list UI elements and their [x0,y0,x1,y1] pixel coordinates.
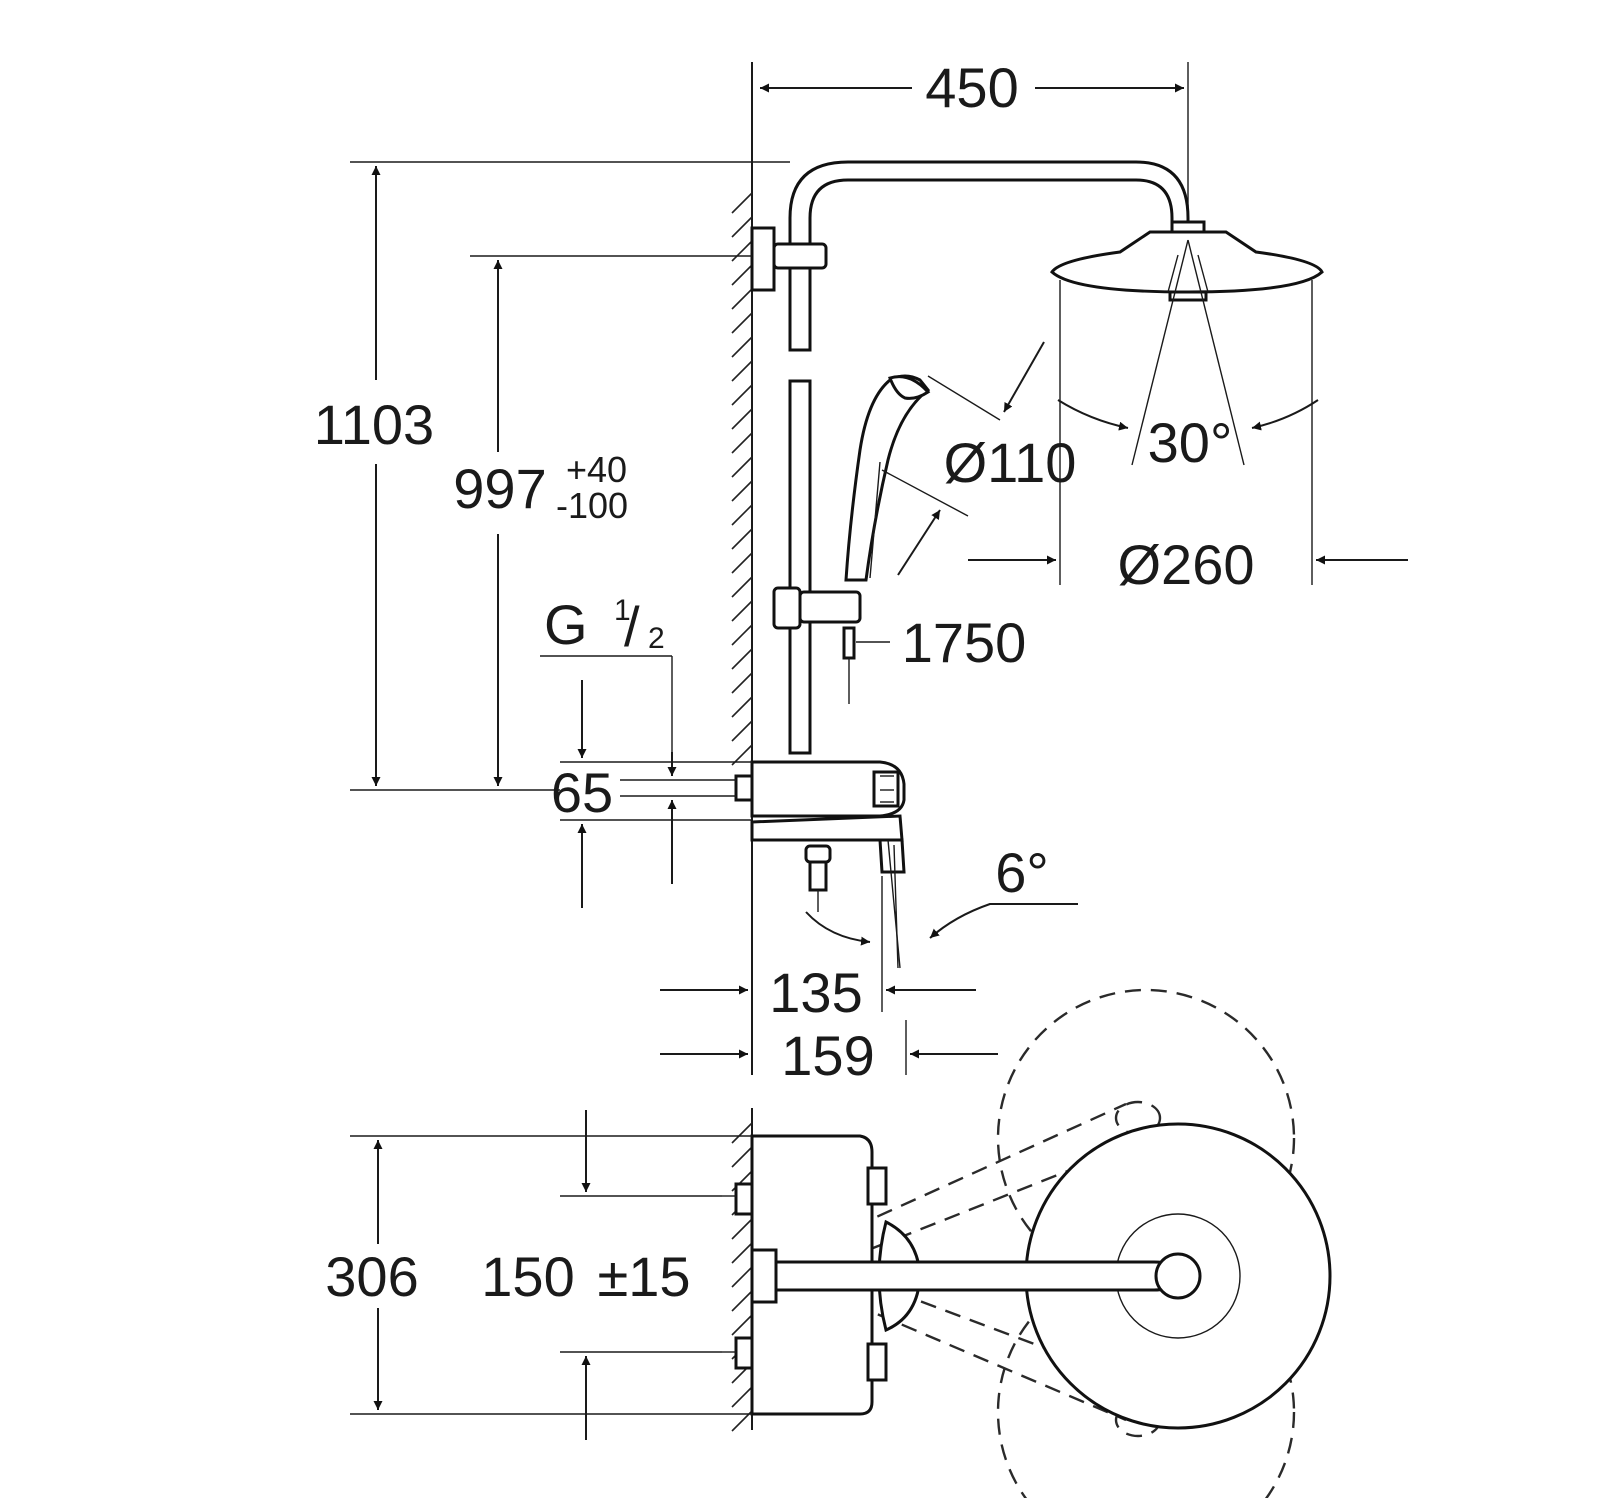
dim-260-label: Ø260 [1118,533,1255,596]
hatch-line [731,1242,753,1264]
hatch-line [731,720,753,742]
thread-prefix: G [544,593,588,656]
hatch-line [731,552,753,574]
shower-column [750,160,1190,755]
hatch-line [731,312,753,334]
dimension-65: 65 [551,680,752,908]
dim-306-label: 306 [325,1245,418,1308]
dim-1103-label: 1103 [314,393,434,456]
dim-159-label: 159 [781,1024,874,1087]
angle-30-label: 30° [1148,411,1233,474]
dimension-150: 150 ±15 [481,1110,722,1440]
dim-997-plus: +40 [566,449,627,490]
hatch-line [731,216,753,238]
hand-shower [842,374,931,704]
hatch-line [731,408,753,430]
dimension-110: Ø110 [881,341,1077,576]
angle-30: 30° [1057,399,1319,474]
hatch-line [731,504,753,526]
hatch-line [731,480,753,502]
thread-numerator: 1 [614,594,631,627]
dimension-1103: 1103 [314,161,790,791]
hatch-line [731,456,753,478]
wall-hatch [731,1122,753,1432]
hatch-line [731,1266,753,1288]
hatch-line [731,192,753,214]
wall-hatch [731,192,753,766]
hatch-line [731,1290,753,1312]
dimension-260: Ø260 [968,280,1408,596]
hatch-line [731,288,753,310]
angle-6: 6° [805,839,1078,969]
hatch-line [731,624,753,646]
angle-6-label: 6° [995,841,1049,904]
hatch-line [731,1218,753,1240]
dim-135-label: 135 [769,961,862,1024]
dimension-159: 159 [660,1020,998,1087]
dimension-135: 135 [660,876,976,1024]
dim-150-label: 150 [481,1245,574,1308]
wall [731,62,753,1075]
hatch-line [731,264,753,286]
dim-150-tolerance: ±15 [597,1245,690,1308]
hatch-line [731,1314,753,1336]
dim-997-label: 997 [453,457,546,520]
plan-shower-head [750,1122,1332,1430]
plan-view: 306 150 ±15 [325,988,1332,1498]
hatch-line [731,384,753,406]
overhead-shower-head [1050,220,1324,466]
hatch-line [731,432,753,454]
hatch-line [731,336,753,358]
hatch-line [731,1146,753,1168]
dimension-450: 450 [760,56,1189,240]
thermostat [734,760,906,912]
hose-length: 1750 [856,611,1026,674]
hatch-line [731,648,753,670]
thread-label: G 1 / 2 [540,593,673,752]
hatch-line [731,1386,753,1408]
dimension-306: 306 [325,1135,752,1415]
hatch-line [731,696,753,718]
hatch-line [731,1122,753,1144]
hose-length-label: 1750 [902,611,1027,674]
hatch-line [731,576,753,598]
hatch-line [731,240,753,262]
thread-denominator: 2 [648,622,665,655]
hatch-line [731,360,753,382]
plan-wall [731,1108,753,1432]
dim-110-label: Ø110 [944,431,1077,494]
dim-65-label: 65 [551,761,613,824]
dim-997-minus: -100 [556,485,628,526]
hatch-line [731,528,753,550]
hatch-line [731,672,753,694]
dim-450-label: 450 [925,56,1018,119]
hatch-line [731,600,753,622]
thread-slash: / [624,595,640,658]
elevation-view: 450 [314,56,1408,1087]
dimension-997: 997 +40 -100 [453,255,752,786]
